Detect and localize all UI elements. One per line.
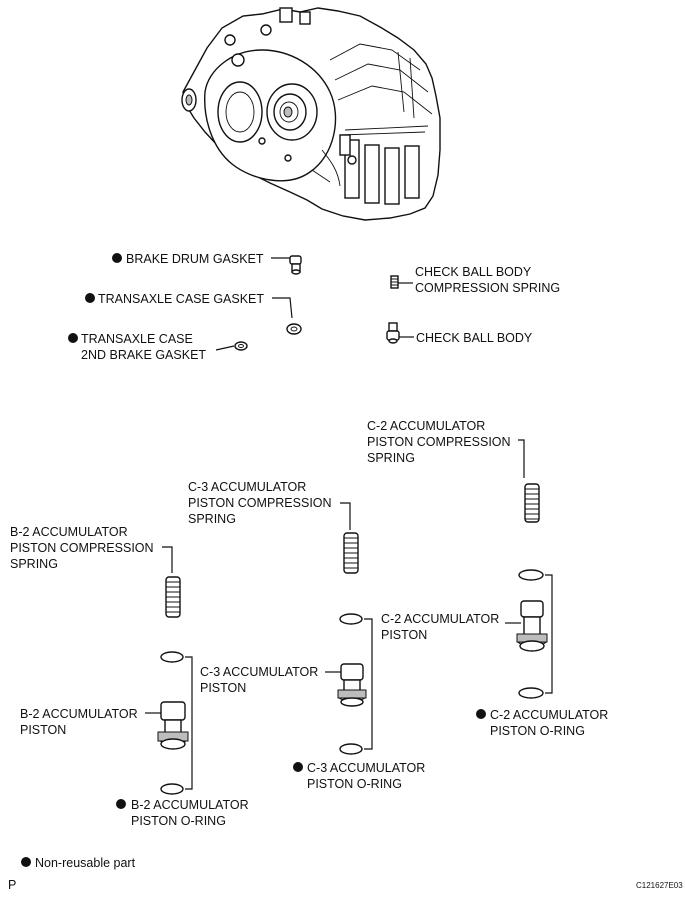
label-line: C-3 ACCUMULATOR [200,665,318,679]
label-line: TRANSAXLE CASE [81,332,193,346]
non-reusable-bullet [112,253,122,263]
label-line: PISTON [20,723,66,737]
label-line: PISTON COMPRESSION [188,496,332,510]
c3-oring-label: C-3 ACCUMULATOR PISTON O-RING [307,761,429,791]
transaxle-case-2nd-brake-gasket-label: TRANSAXLE CASE 2ND BRAKE GASKET [81,332,206,362]
brake-drum-gasket-part [289,255,302,275]
label-line: PISTON [200,681,246,695]
check-ball-body-spring-label: CHECK BALL BODY COMPRESSION SPRING [415,265,560,295]
b2-piston-label: B-2 ACCUMULATOR PISTON [20,707,141,737]
non-reusable-bullet [68,333,78,343]
corner-letter: P [8,878,16,892]
c2-oring-bottom-part [518,687,544,699]
c2-piston-label: C-2 ACCUMULATOR PISTON [381,612,503,642]
transaxle-case-gasket-label: TRANSAXLE CASE GASKET [98,292,264,306]
legend-label: Non-reusable part [35,856,136,870]
label-line: B-2 ACCUMULATOR [20,707,138,721]
c3-spring-part [343,532,359,574]
label-line: C-2 ACCUMULATOR [367,419,485,433]
label-line: PISTON O-RING [307,777,402,791]
label-line: PISTON COMPRESSION [367,435,511,449]
label-line: C-3 ACCUMULATOR [307,761,425,775]
c3-oring-bottom-part [339,743,363,755]
label-line: PISTON O-RING [131,814,226,828]
non-reusable-bullet [116,799,126,809]
non-reusable-bullet [476,709,486,719]
label-line: C-3 ACCUMULATOR [188,480,306,494]
c2-spring-label: C-2 ACCUMULATOR PISTON COMPRESSION SPRIN… [367,419,514,465]
non-reusable-bullet [293,762,303,772]
label-line: CHECK BALL BODY [415,265,532,279]
b2-oring-top-part [160,651,184,663]
label-line: COMPRESSION SPRING [415,281,560,295]
label-line: SPRING [188,512,236,526]
c2-oring-label: C-2 ACCUMULATOR PISTON O-RING [490,708,612,738]
brake-drum-gasket-label: BRAKE DRUM GASKET [126,252,264,266]
label-line: B-2 ACCUMULATOR [131,798,249,812]
check-ball-body-spring-part [390,275,399,289]
non-reusable-bullet [85,293,95,303]
c3-piston-part [337,663,367,707]
check-ball-body-part [386,322,400,344]
label-line: SPRING [10,557,58,571]
b2-spring-part [165,576,181,618]
label-line: SPRING [367,451,415,465]
c2-oring-top-part [518,569,544,581]
c3-spring-label: C-3 ACCUMULATOR PISTON COMPRESSION SPRIN… [188,480,335,526]
b2-spring-label: B-2 ACCUMULATOR PISTON COMPRESSION SPRIN… [10,525,157,571]
label-line: C-2 ACCUMULATOR [381,612,499,626]
label-line: 2ND BRAKE GASKET [81,348,206,362]
label-line: PISTON COMPRESSION [10,541,154,555]
figure-code: C121627E03 [636,881,683,890]
transaxle-case-gasket-part [286,323,302,335]
label-line: PISTON [381,628,427,642]
check-ball-body-label: CHECK BALL BODY [416,331,533,345]
c2-spring-part [524,483,540,523]
b2-piston-part [157,701,189,750]
c3-oring-top-part [339,613,363,625]
label-line: PISTON O-RING [490,724,585,738]
non-reusable-bullet [21,857,31,867]
b2-oring-bottom-part [160,783,184,795]
c3-piston-label: C-3 ACCUMULATOR PISTON [200,665,322,695]
label-line: B-2 ACCUMULATOR [10,525,128,539]
c2-piston-part [516,600,548,652]
transaxle-case-2nd-brake-gasket-part [234,341,248,351]
label-line: C-2 ACCUMULATOR [490,708,608,722]
transaxle-assembly-illustration [181,7,441,221]
b2-oring-label: B-2 ACCUMULATOR PISTON O-RING [131,798,252,828]
non-reusable-markers [21,253,486,867]
